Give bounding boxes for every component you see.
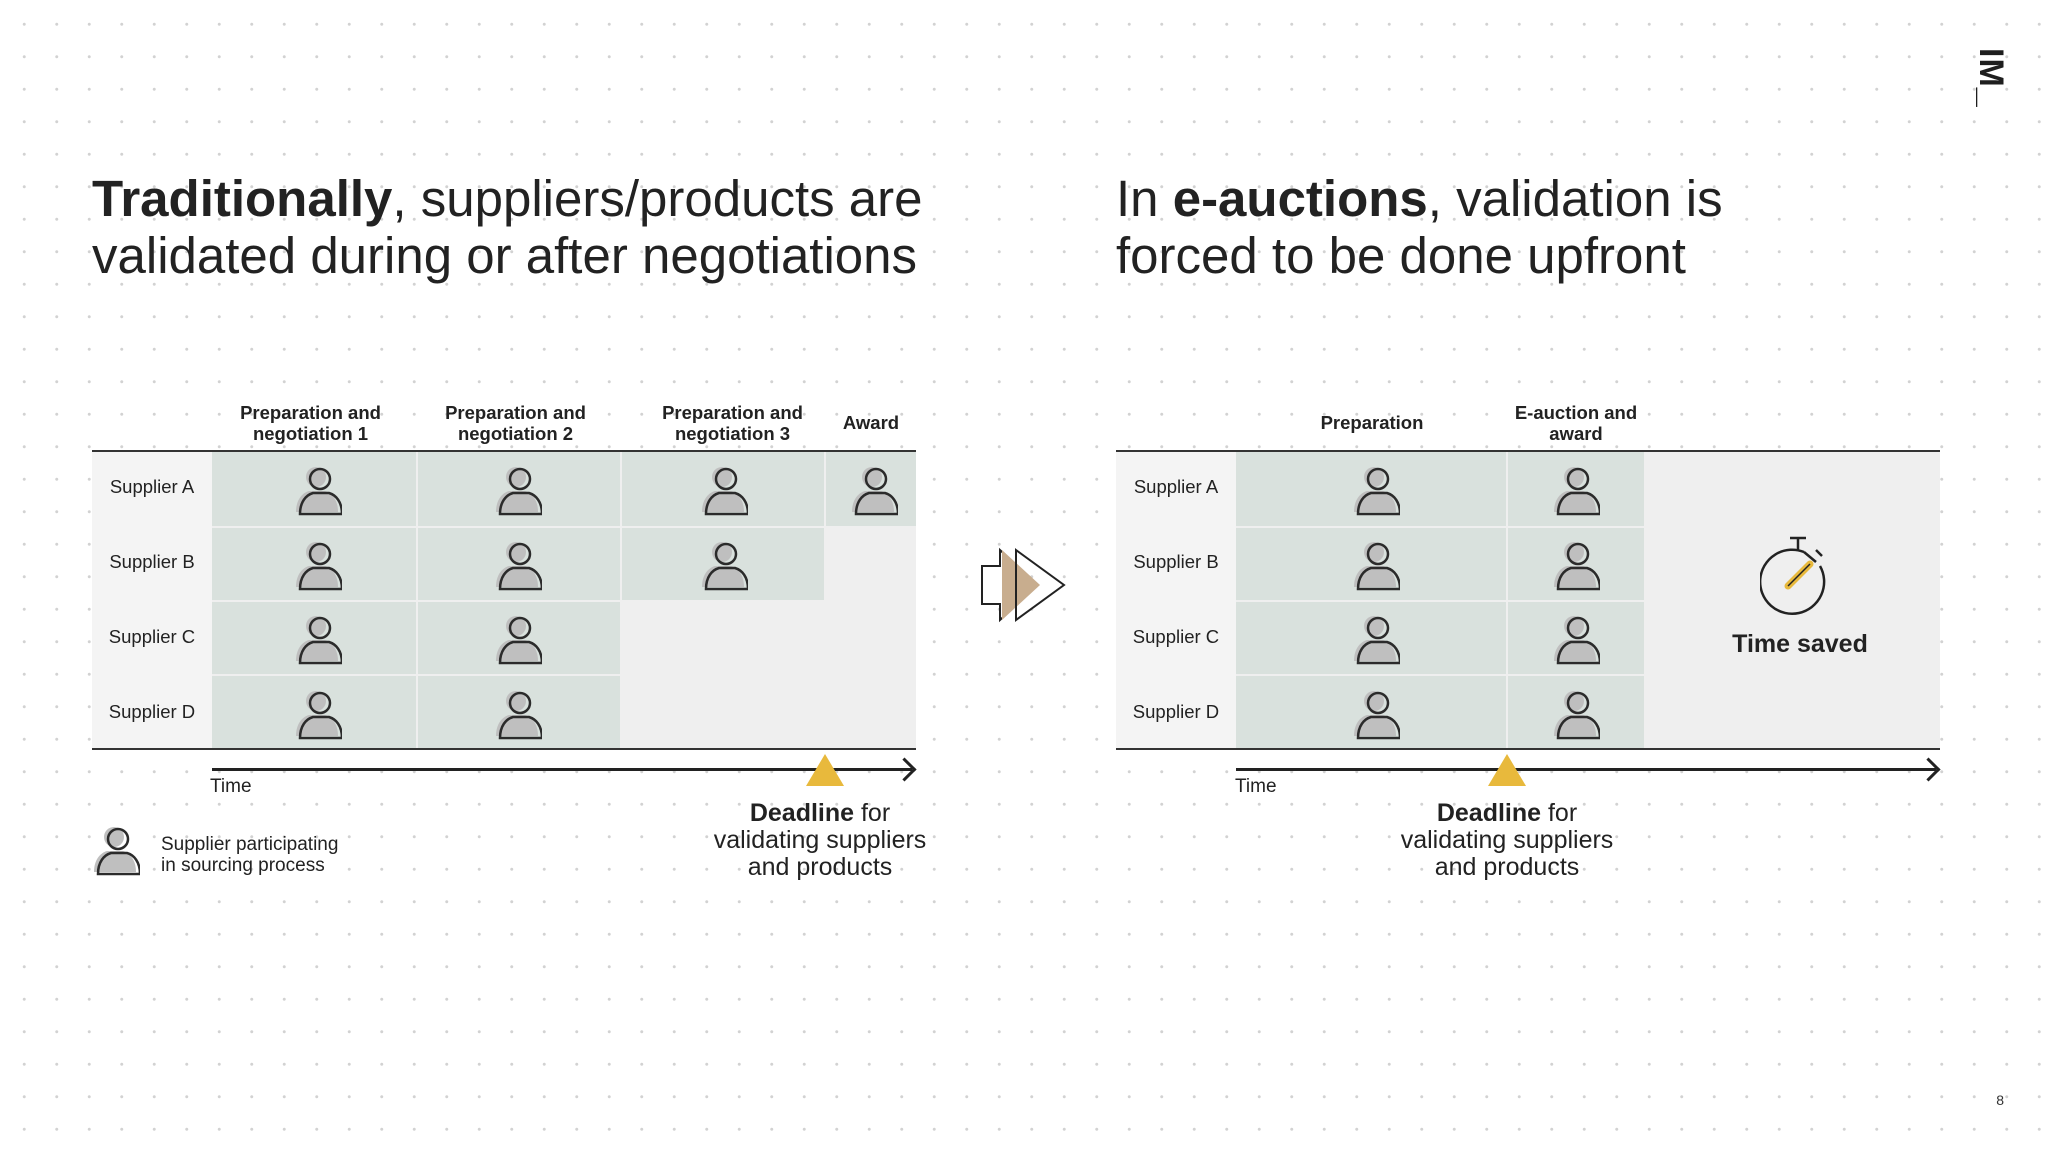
page-number: 8: [1996, 1092, 2004, 1108]
right-deadline-rest: for: [1541, 799, 1578, 827]
left-col-header-3: Preparation and negotiation 3: [662, 402, 803, 444]
person-icon: [1350, 537, 1400, 591]
person-icon: [1350, 462, 1400, 516]
left-deadline-line3: and products: [747, 853, 893, 881]
left-col-header-4: Award: [842, 412, 900, 433]
right-time-arrowhead: [1916, 757, 1941, 782]
right-col-header-2: E-auction and award: [1514, 402, 1638, 444]
person-icon: [1550, 686, 1600, 740]
legend-line2: in sourcing process: [161, 855, 325, 876]
transition-arrow-icon: [981, 547, 1066, 623]
time-saved-label: Time saved: [1732, 630, 1868, 658]
person-icon: [1550, 462, 1600, 516]
right-table-top-line: [1116, 450, 1940, 452]
left-col-header-2: Preparation and negotiation 2: [445, 402, 586, 444]
left-deadline-bold: Deadline: [749, 799, 855, 827]
person-icon: [1350, 611, 1400, 665]
left-time-arrowhead: [892, 757, 917, 782]
right-title-line2: forced to be done upfront: [1116, 227, 1686, 284]
person-icon: [492, 537, 542, 591]
legend-text: Supplier participating in sourcing proce…: [161, 834, 338, 876]
left-col-header-1: Preparation and negotiation 1: [240, 402, 381, 444]
left-title-line1-rest: , suppliers/products are: [392, 170, 923, 227]
right-title-bold: e-auctions: [1172, 170, 1428, 227]
logo: IM_: [1972, 48, 2010, 108]
left-deadline-text: Deadline for validating suppliers and pr…: [690, 800, 950, 881]
left-title-bold: Traditionally: [92, 170, 393, 227]
right-col-header-1: Preparation: [1320, 412, 1424, 433]
right-time-label: Time: [1235, 776, 1277, 797]
right-deadline-marker: [1488, 754, 1526, 786]
left-time-label: Time: [210, 776, 252, 797]
right-row-label-c: Supplier C: [1132, 626, 1220, 647]
left-title-line2: validated during or after negotiations: [92, 227, 918, 284]
person-icon: [292, 462, 342, 516]
left-time-axis: [212, 768, 912, 771]
left-table-top-line: [92, 450, 916, 452]
left-deadline-line2: validating suppliers: [713, 826, 927, 854]
person-icon: [1550, 611, 1600, 665]
right-row-label-b: Supplier B: [1133, 551, 1219, 572]
person-icon: [492, 462, 542, 516]
person-icon: [292, 537, 342, 591]
left-row-label-c: Supplier C: [108, 626, 196, 647]
left-deadline-rest: for: [854, 799, 891, 827]
person-icon: [698, 462, 748, 516]
right-deadline-line3: and products: [1434, 853, 1580, 881]
left-deadline-marker: [806, 754, 844, 786]
legend-person-icon: [90, 822, 140, 876]
stopwatch-icon: [1760, 536, 1826, 615]
right-deadline-line2: validating suppliers: [1400, 826, 1614, 854]
right-title-pre: In: [1116, 170, 1173, 227]
right-title: In e-auctions, validation is forced to b…: [1116, 170, 1723, 284]
right-title-line1-rest: , validation is: [1427, 170, 1723, 227]
right-row-label-d: Supplier D: [1132, 701, 1220, 722]
left-title: Traditionally, suppliers/products are va…: [92, 170, 923, 284]
legend-line1: Supplier participating: [161, 834, 339, 855]
person-icon: [292, 686, 342, 740]
left-label-column: [92, 452, 212, 748]
right-row-label-a: Supplier A: [1133, 476, 1219, 497]
left-table-bottom-line: [92, 748, 916, 750]
right-deadline-bold: Deadline: [1436, 799, 1542, 827]
left-row-label-d: Supplier D: [108, 701, 196, 722]
right-deadline-text: Deadline for validating suppliers and pr…: [1377, 800, 1637, 881]
person-icon: [492, 686, 542, 740]
person-icon: [698, 537, 748, 591]
person-icon: [1550, 537, 1600, 591]
left-row-label-a: Supplier A: [109, 476, 195, 497]
person-icon: [848, 462, 898, 516]
right-label-column: [1116, 452, 1236, 748]
person-icon: [1350, 686, 1400, 740]
person-icon: [492, 611, 542, 665]
right-time-axis: [1236, 768, 1936, 771]
left-row-label-b: Supplier B: [109, 551, 195, 572]
right-table-bottom-line: [1116, 748, 1940, 750]
person-icon: [292, 611, 342, 665]
